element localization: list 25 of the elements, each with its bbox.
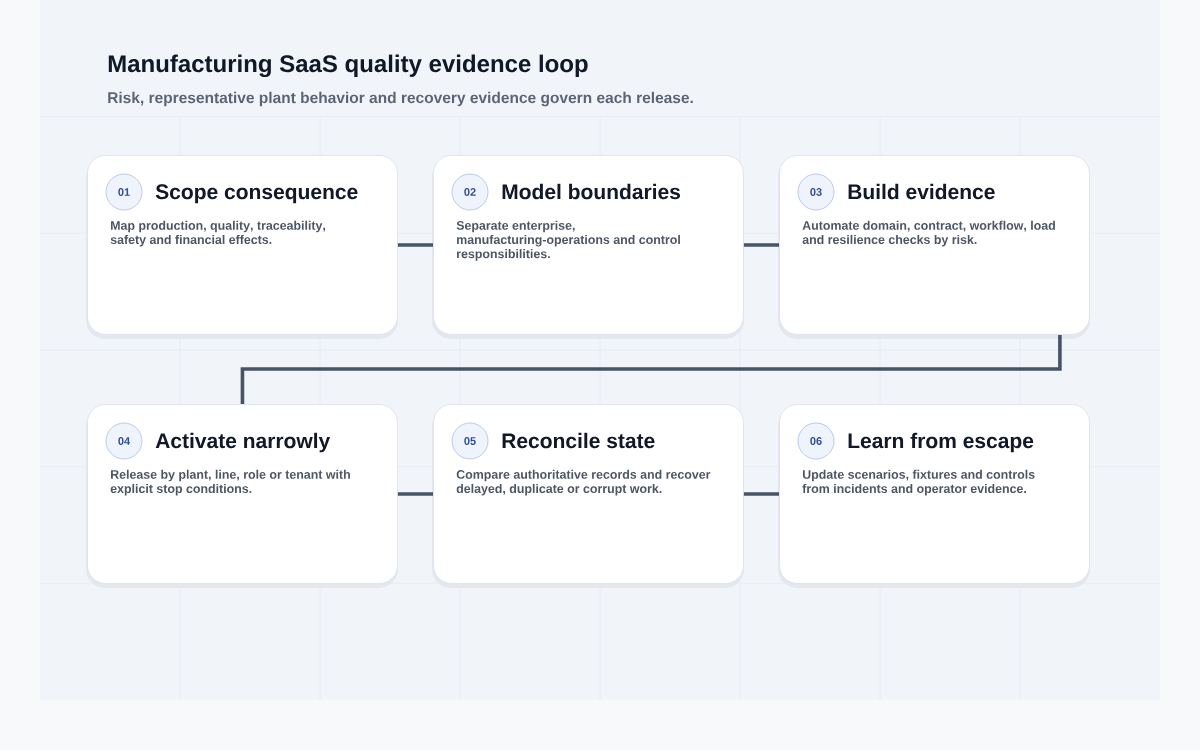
step-description: Automate domain, contract, workflow, load and resilience checks by risk. — [802, 220, 1055, 247]
step-description: Compare authoritative records and recover delayed, duplicate or corrupt work. — [456, 469, 711, 496]
step-title: Scope consequence — [155, 184, 358, 204]
number-badge: 06 — [797, 422, 835, 460]
connector-line — [397, 492, 433, 496]
number-badge: 03 — [797, 173, 835, 211]
step-title: Reconcile state — [502, 432, 655, 449]
step-description: Separate enterprise, manufacturing-operations and control responsibilities. — [456, 220, 680, 261]
number-badge: 05 — [451, 422, 489, 460]
step-title: Activate narrowly — [155, 432, 331, 453]
diagram-subtitle: Risk, representative plant behavior and recovery evidence govern each release. — [108, 91, 693, 107]
step-title: Learn from escape — [848, 432, 1034, 453]
number-badge: 01 — [105, 173, 143, 211]
connector-line — [743, 243, 779, 247]
connector-line — [743, 492, 779, 496]
connector-line — [397, 243, 433, 247]
connector-line — [240, 334, 1062, 404]
step-description: Update scenarios, fixtures and controls from incidents and operator evidence. — [802, 469, 1035, 496]
step-title: Build evidence — [848, 183, 995, 200]
step-description: Map production, quality, traceability, safety and financial effects. — [110, 220, 326, 247]
number-badge: 04 — [105, 422, 143, 460]
number-badge: 02 — [451, 173, 489, 211]
diagram-title: Manufacturing SaaS quality evidence loop — [108, 54, 588, 78]
step-description: Release by plant, line, role or tenant with explicit stop conditions. — [110, 469, 350, 496]
step-title: Model boundaries — [502, 183, 681, 200]
